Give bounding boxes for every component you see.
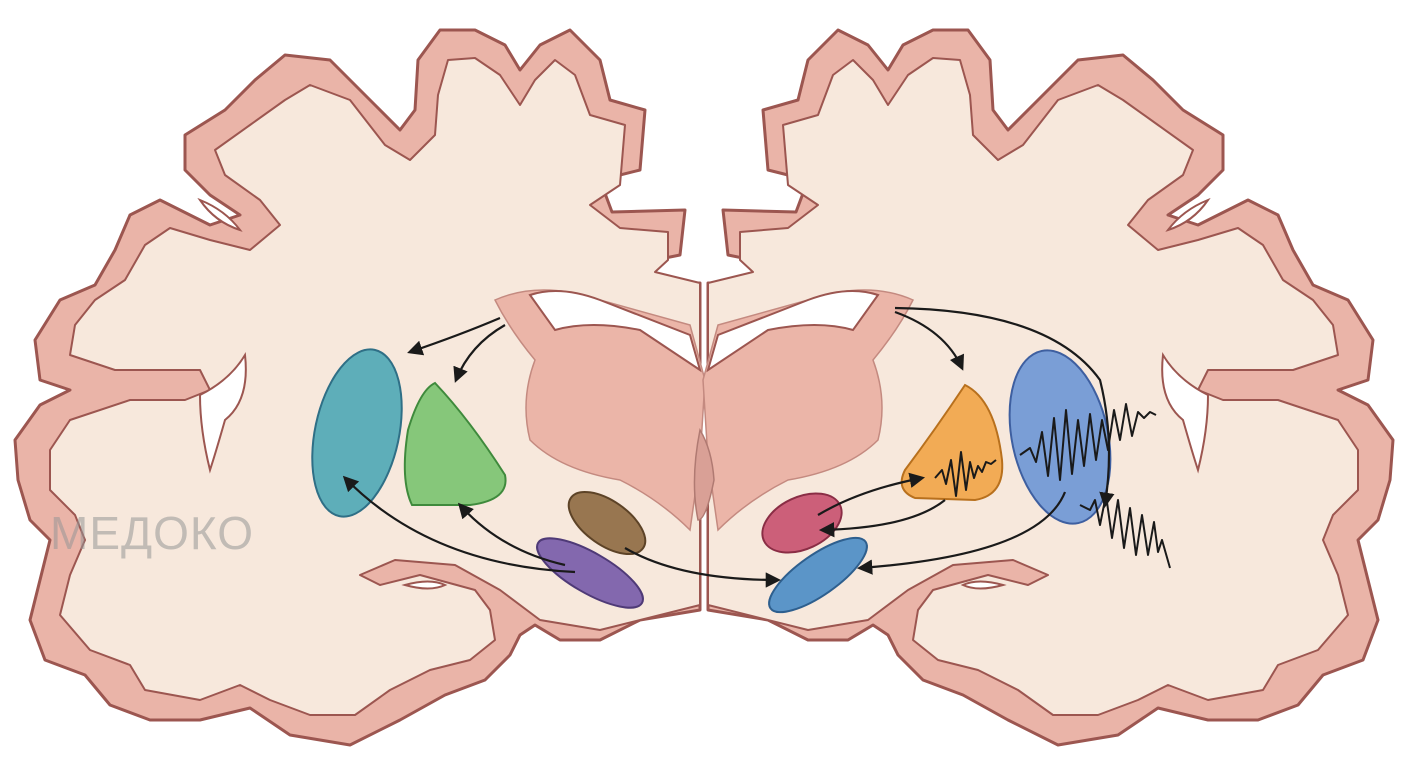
oscillation-wave-icon [934, 451, 997, 497]
watermark-text: МЕДОКО [50, 507, 254, 559]
right-temporal-sulcus [960, 580, 1007, 590]
left-teal-nucleus [311, 348, 403, 518]
right-red-nucleus [761, 492, 843, 554]
watermark-logo: МЕДОКО [50, 506, 254, 560]
arrow-purple-to-teal [342, 475, 576, 574]
left-purple-nucleus [536, 537, 644, 609]
left-lateral-ventricle [528, 290, 702, 373]
arrow-caudate-to-orange [894, 310, 964, 371]
right-blue-small-nucleus [768, 536, 868, 614]
oscillation-wave-icon [1079, 494, 1171, 569]
arrow-blue-oval-to-blue-small [856, 491, 1067, 575]
right-lateral-ventricle [706, 290, 880, 373]
left-brown-nucleus [567, 490, 647, 556]
left-temporal-sulcus [401, 580, 448, 590]
arrow-orange-to-red [818, 499, 946, 538]
right-frontal-sulcus [1165, 197, 1211, 232]
arrow-purple-to-green [457, 502, 566, 567]
arrow-caudate-to-teal [407, 316, 501, 356]
left-insular-sulcus [198, 351, 247, 474]
arrow-caudate-to-blue-oval [894, 306, 1115, 509]
arrow-red-to-orange [817, 472, 926, 516]
left-frontal-sulcus [197, 197, 243, 232]
arrow-brown-to-blue-small [624, 547, 782, 588]
arrow-caudate-to-green [453, 324, 506, 383]
deep-structures [493, 289, 915, 532]
third-ventricle [693, 427, 715, 521]
connection-arrows [342, 306, 1115, 588]
oscillation-wave-icon [1019, 403, 1157, 481]
nuclei [311, 348, 1112, 614]
oscillations [934, 403, 1171, 569]
right-insular-sulcus [1161, 351, 1210, 474]
